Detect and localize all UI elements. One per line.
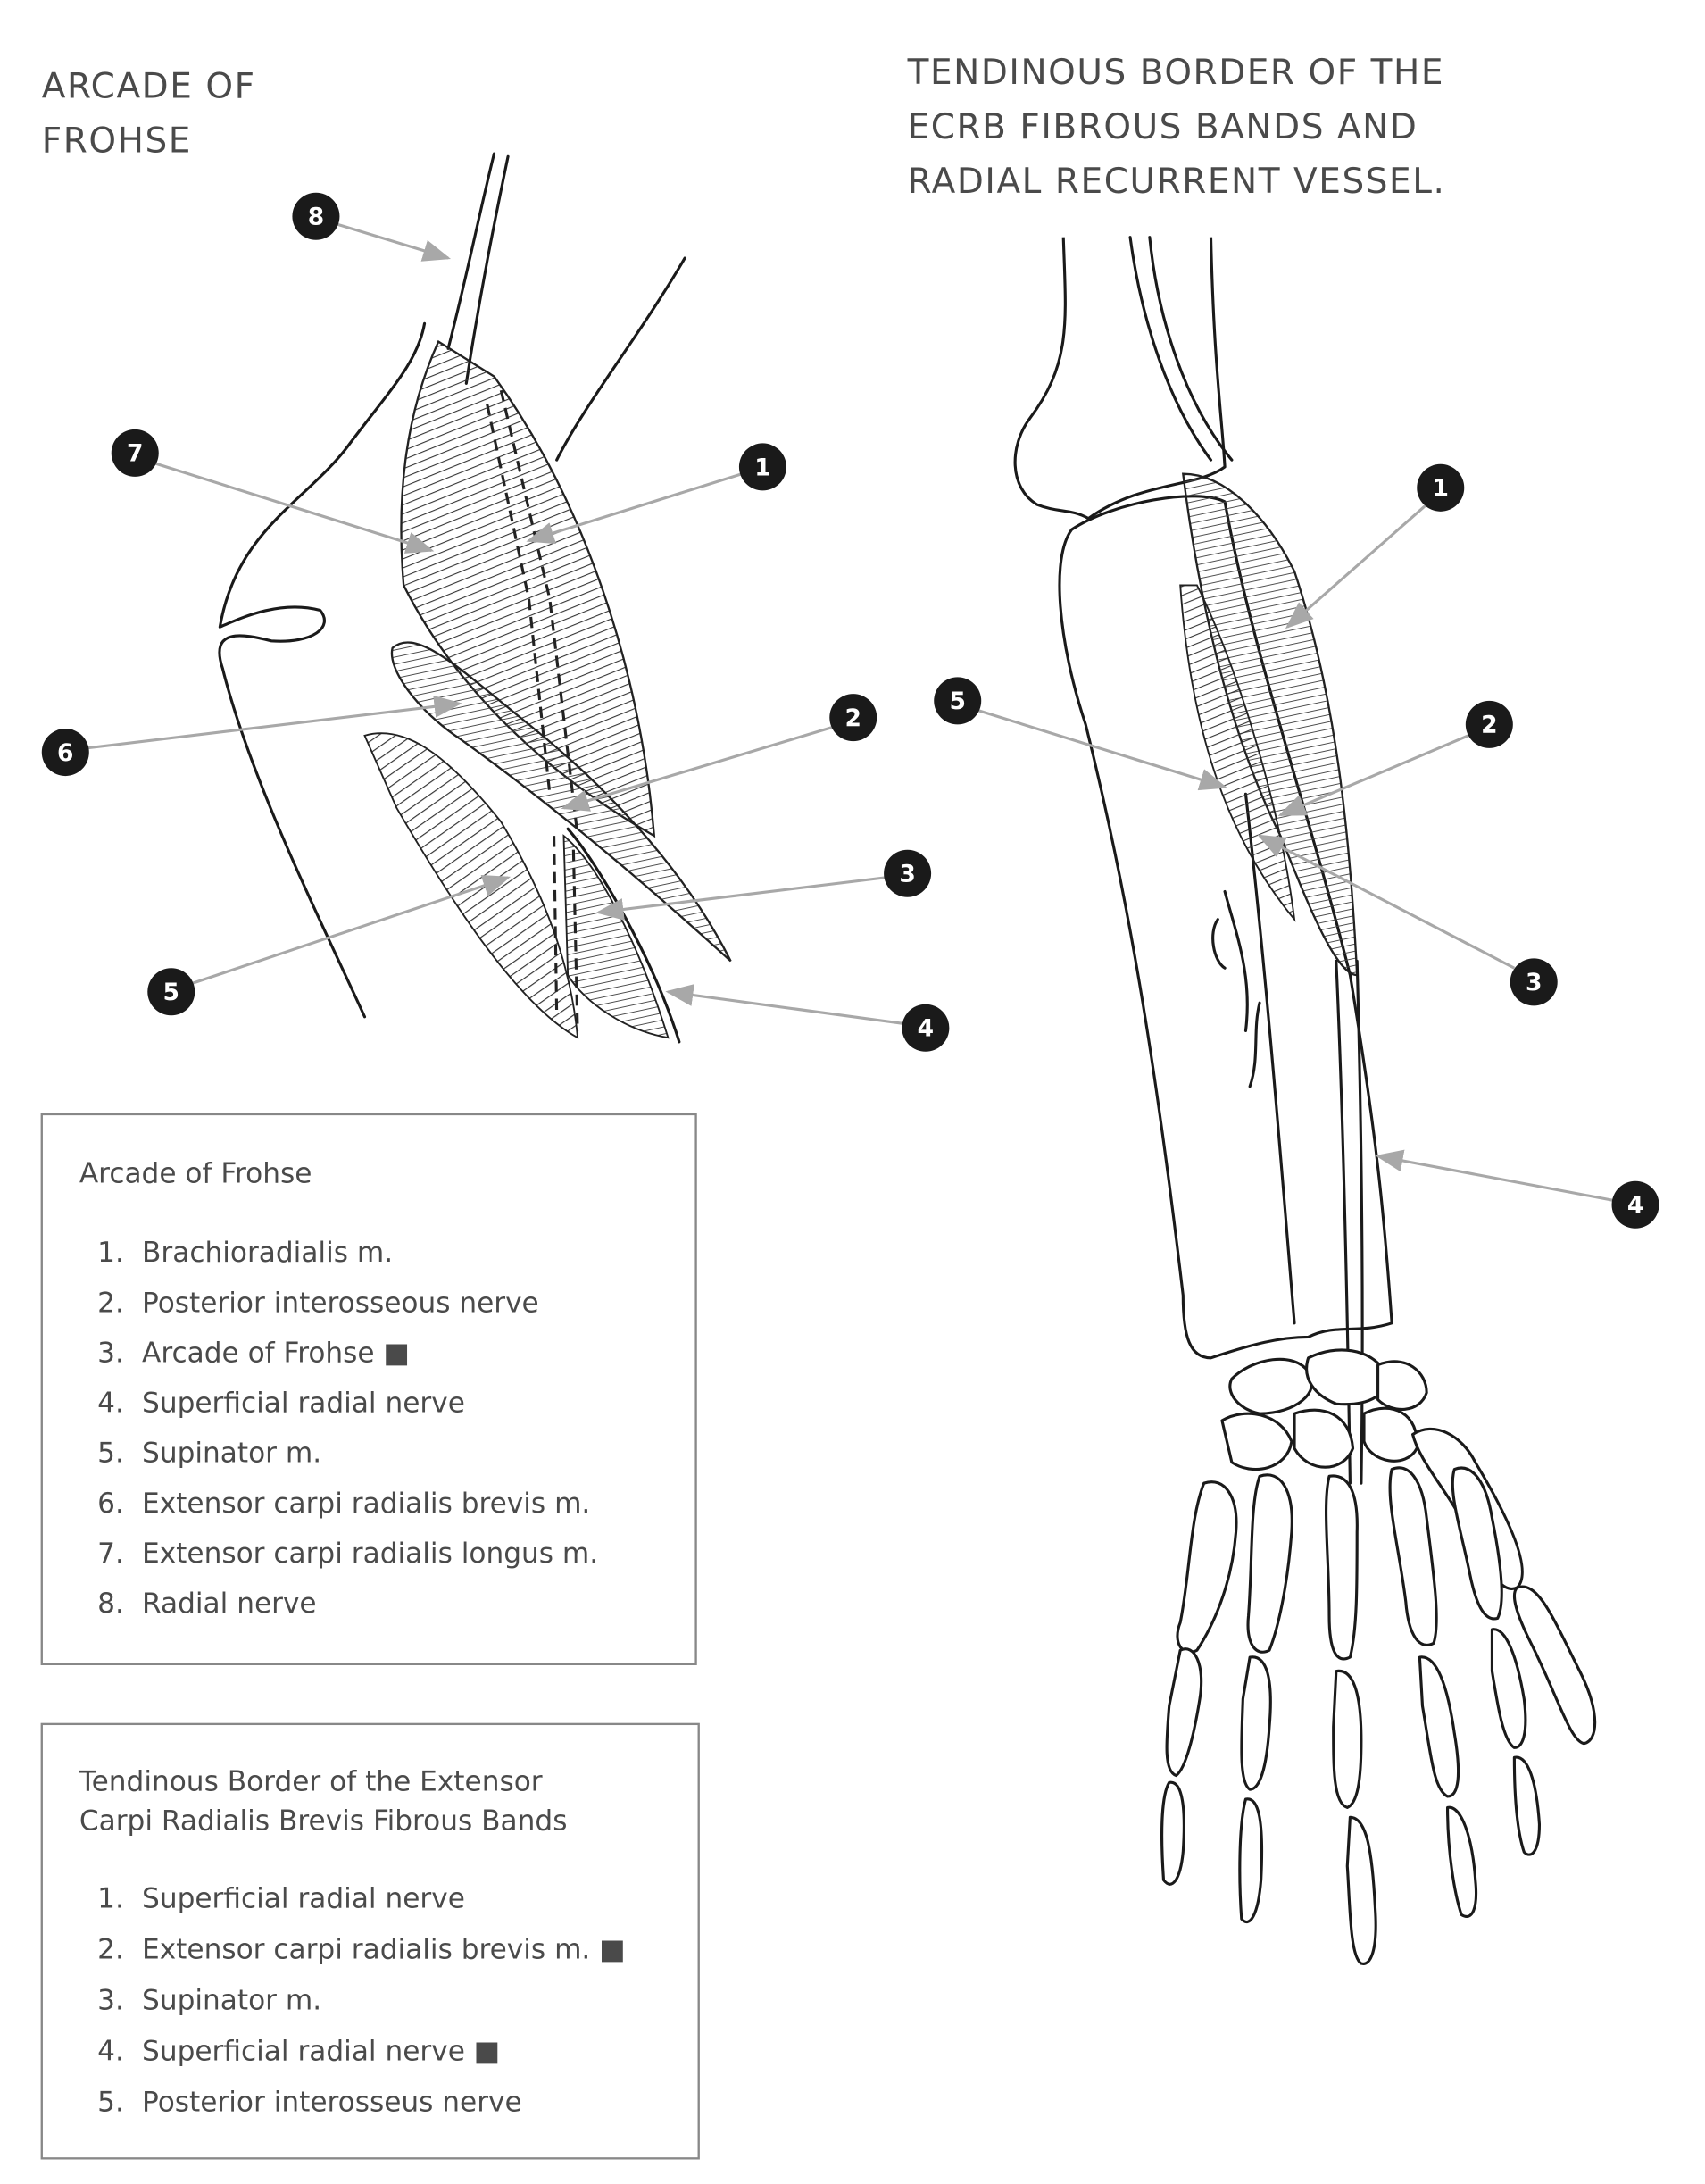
arcade-of-frohse-illustration [218,152,732,1044]
marker-6: 6 [41,729,89,777]
legend-item-number: 5. [97,1438,124,1470]
legend-item: 7. Extensor carpi radialis longus m. [97,1538,598,1570]
legend-item-label: Supinator m. [142,1985,321,2017]
legend-item-label: Extensor carpi radialis brevis m. ■ [142,1934,626,1966]
legend-item: 5. Supinator m. [97,1438,321,1470]
marker-2: 2 [829,694,877,742]
legend-item-label: Superficial radial nerve [142,1883,465,1915]
marker-1: 1 [738,443,786,491]
legend-title: Arcade of Frohse [79,1157,312,1189]
marker-number: 1 [1433,475,1449,503]
legend-item-label: Arcade of Frohse ■ [142,1337,410,1369]
marker-1: 1 [1417,463,1465,512]
legend-item-label: Brachioradialis m. [142,1237,393,1269]
legend-item-number: 5. [97,2086,124,2118]
marker-number: 1 [754,454,770,481]
legend-arcade-of-frohse: Arcade of Frohse 1. Brachioradialis m. 2. P… [40,1113,697,1665]
legend-item-number: 7. [97,1538,124,1570]
legend-item-label: Radial nerve [142,1588,317,1620]
legend-item-number: 4. [97,2035,124,2067]
left-figure-title: ARCADE OF FROHSE [42,67,256,162]
marker-4: 4 [1611,1180,1659,1229]
right-pointer-lines [977,503,1615,1203]
legend-item-number: 8. [97,1588,124,1620]
marker-number: 2 [845,704,861,732]
left-pointer-lines [86,221,905,1026]
legend-item: 3. Supinator m. [97,1985,321,2017]
legend-title: Carpi Radialis Brevis Fibrous Bands [79,1805,568,1837]
marker-number: 3 [1526,969,1542,996]
legend-item-label: Posterior interosseous nerve [142,1287,539,1319]
marker-number: 7 [127,440,143,468]
legend-item: 2. Posterior interosseous nerve [97,1287,539,1319]
right-figure-markers: 1 5 2 3 4 [934,463,1659,1229]
title-line: RADIAL RECURRENT VESSEL. [908,162,1446,202]
marker-number: 4 [918,1015,934,1043]
marker-number: 5 [949,688,965,715]
legend-item-number: 1. [97,1237,124,1269]
ecrb-illustration [1013,236,1597,1965]
marker-4: 4 [902,1004,950,1052]
legend-item: 8. Radial nerve [97,1588,316,1620]
legend-item-number: 4. [97,1388,124,1420]
hand-skeleton [1160,1348,1597,1965]
legend-item: 1. Brachioradialis m. [97,1237,393,1269]
legend-title: Tendinous Border of the Extensor [79,1766,543,1798]
legend-item-label: Supinator m. [142,1438,321,1470]
title-line: TENDINOUS BORDER OF THE [907,53,1445,93]
legend-item: 4. Superficial radial nerve ■ [97,2035,500,2067]
marker-number: 6 [57,739,73,767]
marker-5: 5 [147,968,195,1016]
legend-item: 4. Superficial radial nerve [97,1388,465,1420]
legend-item: 1. Superficial radial nerve [97,1883,465,1915]
marker-8: 8 [292,192,340,240]
legend-item-label: Extensor carpi radialis longus m. [142,1538,598,1570]
legend-item: 5. Posterior interosseus nerve [97,2086,522,2118]
legend-item-number: 2. [97,1934,124,1966]
legend-item-number: 2. [97,1287,124,1319]
marker-3: 3 [884,849,932,897]
title-line: FROHSE [42,121,192,162]
legend-item-number: 3. [97,1337,124,1369]
marker-3: 3 [1510,958,1558,1006]
marker-number: 8 [308,204,324,231]
legend-item-label: Superficial radial nerve ■ [142,2035,500,2067]
marker-7: 7 [111,429,159,477]
left-figure-markers: 8 7 1 6 2 3 5 4 [41,192,950,1052]
marker-number: 2 [1481,712,1497,739]
legend-item-label: Superficial radial nerve [142,1388,465,1420]
legend-item-number: 3. [97,1985,124,2017]
marker-5: 5 [934,677,982,725]
marker-2: 2 [1465,700,1513,748]
marker-number: 5 [163,979,179,1006]
title-line: ECRB FIBROUS BANDS AND [908,107,1418,147]
right-figure-title: TENDINOUS BORDER OF THE ECRB FIBROUS BAN… [907,53,1446,202]
title-line: ARCADE OF [42,67,256,107]
legend-item-label: Posterior interosseus nerve [142,2086,522,2118]
legend-item: 2. Extensor carpi radialis brevis m. ■ [97,1934,626,1966]
legend-ecrb-fibrous-bands: Tendinous Border of the Extensor Carpi R… [40,1722,700,2160]
marker-number: 4 [1627,1192,1643,1220]
legend-item: 3. Arcade of Frohse ■ [97,1337,410,1369]
legend-item: 6. Extensor carpi radialis brevis m. [97,1488,590,1520]
legend-item-number: 6. [97,1488,124,1520]
marker-number: 3 [899,861,915,888]
legend-item-number: 1. [97,1883,124,1915]
legend-item-label: Extensor carpi radialis brevis m. [142,1488,590,1520]
